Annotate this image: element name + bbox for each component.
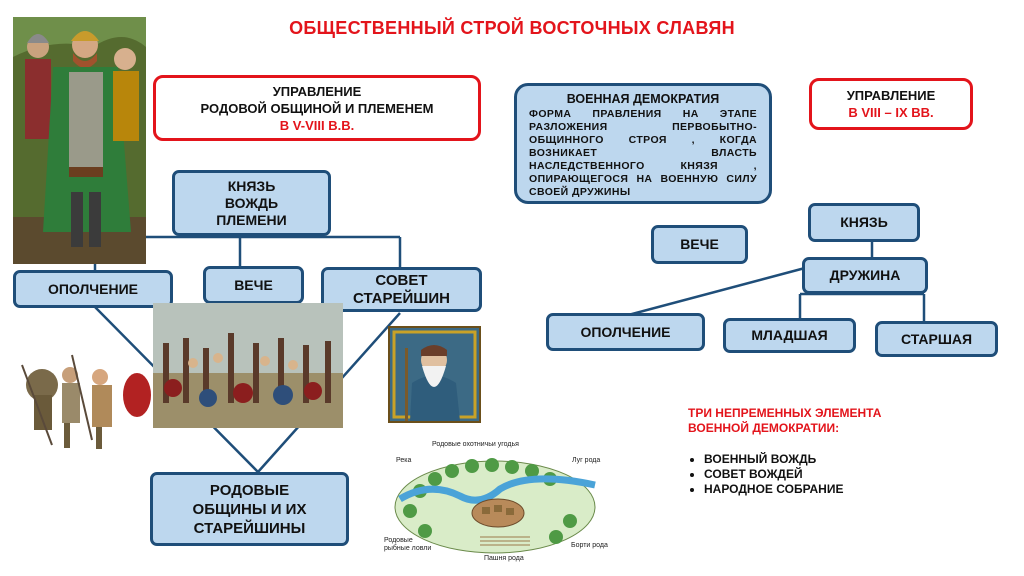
assembly-scene-picture xyxy=(153,303,343,428)
communities-line3: СТАРЕЙШИНЫ xyxy=(193,519,306,537)
node-tribal-prince: КНЯЗЬ ВОЖДЬ ПЛЕМЕНИ xyxy=(172,170,331,236)
map-fishing-line1: Родовые xyxy=(384,537,413,544)
prince-line1: КНЯЗЬ xyxy=(227,177,276,194)
right-militia-label: ОПОЛЧЕНИЕ xyxy=(580,323,671,340)
right-veche-label: ВЕЧЕ xyxy=(680,236,719,252)
node-right-prince: КНЯЗЬ xyxy=(808,203,920,242)
right-prince-label: КНЯЗЬ xyxy=(840,214,888,230)
map-label-beehives: Борти рода xyxy=(571,542,608,549)
right-heading-period: В VIII – IX ВВ. xyxy=(848,105,934,120)
council-line2: СТАРЕЙШИН xyxy=(353,289,450,307)
elements-title-line2: ВОЕННОЙ ДЕМОКРАТИИ: xyxy=(688,421,840,435)
node-left-veche: ВЕЧЕ xyxy=(203,266,304,304)
warriors-attack-picture xyxy=(12,345,158,455)
communities-line2: ОБЩИНЫ И ИХ xyxy=(192,500,307,518)
military-democracy-elements: ТРИ НЕПРЕМЕННЫХ ЭЛЕМЕНТА ВОЕННОЙ ДЕМОКРА… xyxy=(688,406,988,497)
page-title: ОБЩЕСТВЕННЫЙ СТРОЙ ВОСТОЧНЫХ СЛАВЯН xyxy=(289,18,735,38)
definition-text: ФОРМА ПРАВЛЕНИЯ НА ЭТАПЕ РАЗЛОЖЕНИЯ ПЕРВ… xyxy=(529,108,757,198)
map-label-hunting-grounds: Родовые охотничьи угодья xyxy=(432,441,519,448)
element-item: НАРОДНОЕ СОБРАНИЕ xyxy=(704,482,988,497)
node-elders-council: СОВЕТ СТАРЕЙШИН xyxy=(321,267,482,312)
definition-heading: ВОЕННАЯ ДЕМОКРАТИЯ xyxy=(566,92,720,106)
left-militia-label: ОПОЛЧЕНИЕ xyxy=(47,280,138,297)
senior-label: СТАРШАЯ xyxy=(900,330,973,347)
council-line1: СОВЕТ xyxy=(375,271,428,289)
line-druzhina-militia xyxy=(616,266,806,320)
element-item: ВОЕННЫЙ ВОЖДЬ xyxy=(704,452,988,467)
map-fishing-line2: рыбные ловли xyxy=(384,545,432,552)
node-clan-communities: РОДОВЫЕ ОБЩИНЫ И ИХ СТАРЕЙШИНЫ xyxy=(150,472,349,546)
node-right-militia: ОПОЛЧЕНИЕ xyxy=(546,313,705,351)
node-senior-druzhina: СТАРШАЯ xyxy=(875,321,998,357)
element-item: СОВЕТ ВОЖДЕЙ xyxy=(704,467,988,482)
map-label-river: Река xyxy=(396,457,412,464)
clan-land-map: Родовые охотничьи угодья Река Луг рода Р… xyxy=(380,441,610,571)
elements-title-line1: ТРИ НЕПРЕМЕННЫХ ЭЛЕМЕНТА xyxy=(688,406,882,420)
node-druzhina: ДРУЖИНА xyxy=(802,257,928,294)
military-democracy-definition: ВОЕННАЯ ДЕМОКРАТИЯ ФОРМА ПРАВЛЕНИЯ НА ЭТ… xyxy=(514,83,772,204)
prince-line2: ВОЖДЬ xyxy=(224,194,279,211)
left-period-heading: УПРАВЛЕНИЕ РОДОВОЙ ОБЩИНОЙ И ПЛЕМЕНЕМ В … xyxy=(153,75,481,141)
elder-portrait-picture xyxy=(388,326,481,423)
left-heading-line2: РОДОВОЙ ОБЩИНОЙ И ПЛЕМЕНЕМ xyxy=(200,100,434,116)
node-left-militia: ОПОЛЧЕНИЕ xyxy=(13,270,173,308)
junior-label: МЛАДШАЯ xyxy=(751,327,828,343)
prince-line3: ПЛЕМЕНИ xyxy=(216,211,287,228)
map-label-meadow: Луг рода xyxy=(572,457,601,464)
druzhina-label: ДРУЖИНА xyxy=(829,267,901,283)
right-heading-line1: УПРАВЛЕНИЕ xyxy=(846,88,936,103)
left-heading-period: В V-VIII В.В. xyxy=(279,117,355,133)
right-period-heading: УПРАВЛЕНИЕ В VIII – IX ВВ. xyxy=(809,78,973,130)
left-veche-label: ВЕЧЕ xyxy=(234,276,273,293)
slavic-warriors-picture xyxy=(13,17,146,264)
node-right-veche: ВЕЧЕ xyxy=(651,225,748,264)
map-label-fishing: Родовые рыбные ловли xyxy=(384,537,431,553)
left-heading-line1: УПРАВЛЕНИЕ xyxy=(272,83,362,99)
map-label-plowland: Пашня рода xyxy=(484,555,524,562)
communities-line1: РОДОВЫЕ xyxy=(209,481,290,499)
node-junior-druzhina: МЛАДШАЯ xyxy=(723,318,856,353)
elements-list: ВОЕННЫЙ ВОЖДЬ СОВЕТ ВОЖДЕЙ НАРОДНОЕ СОБР… xyxy=(688,452,988,497)
